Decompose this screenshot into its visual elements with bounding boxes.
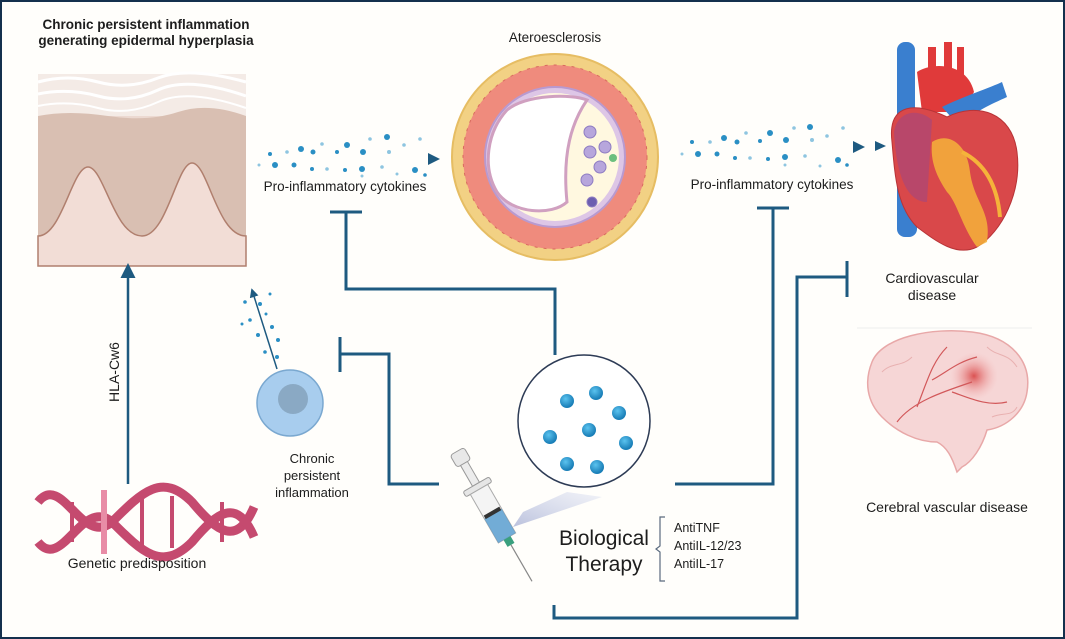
cardiovascular-line2: disease <box>907 286 957 303</box>
dna-helix-icon <box>34 482 259 562</box>
skin-title-line1: Chronic persistent inflammation <box>42 17 250 32</box>
cytokine-dots <box>680 124 849 168</box>
cytokines-arrow-left <box>257 134 440 178</box>
inhibit-cardiovascular-line <box>552 275 847 620</box>
cardiovascular-line1: Cardiovascular <box>885 270 979 286</box>
drug-item: AntiIL-17 <box>674 557 725 572</box>
artery-cross-section-illustration <box>451 53 659 261</box>
inflammatory-cell-icon <box>240 288 324 437</box>
cerebral-label: Cerebral vascular disease <box>866 499 1028 515</box>
cytokines-left-label: Pro-inflammatory cytokines <box>263 179 427 194</box>
drug-list: AntiTNF AntiIL-12/23 AntiIL-17 <box>674 519 741 573</box>
atherosclerosis-label: Ateroesclerosis <box>508 30 602 45</box>
genetic-label: Genetic predisposition <box>67 555 207 571</box>
hla-label: HLA-Cw6 <box>106 342 122 402</box>
cardiovascular-label: Cardiovascular disease <box>867 270 997 304</box>
inhibition-connectors <box>330 206 849 620</box>
drug-item: AntiIL-12/23 <box>674 539 742 554</box>
cytokines-arrow-right <box>680 124 886 168</box>
antibody-dots <box>543 386 633 474</box>
skin-title-line2: generating epidermal hyperplasia <box>38 33 254 49</box>
inflammation-cell-line1: Chronic <box>289 451 335 466</box>
biological-therapy-line2: Therapy <box>565 553 643 577</box>
inflammation-cell-line3: inflammation <box>275 484 349 500</box>
cytokines-right-label: Pro-inflammatory cytokines <box>690 177 854 192</box>
cytokine-dots <box>257 134 427 178</box>
biological-therapy-label: Biological Therapy <box>550 526 658 579</box>
antibody-magnifier <box>513 354 651 527</box>
inflammation-cell-line2: persistent <box>283 467 341 483</box>
inhibit-right-cytokines-line <box>675 208 775 486</box>
inhibit-cell-line <box>340 352 439 486</box>
skin-hyperplasia-illustration <box>37 71 247 267</box>
syringe-icon <box>450 447 533 582</box>
drug-list-bracket <box>655 516 665 582</box>
biological-therapy-line1: Biological <box>559 527 649 550</box>
skin-title: Chronic persistent inflammation generati… <box>16 17 276 49</box>
brain-illustration <box>866 330 1029 474</box>
drug-item: AntiTNF <box>674 521 720 535</box>
inhibit-left-cytokines-line <box>344 212 557 355</box>
inflammation-cell-label: Chronic persistent inflammation <box>257 451 367 502</box>
heart-illustration <box>890 42 1019 251</box>
